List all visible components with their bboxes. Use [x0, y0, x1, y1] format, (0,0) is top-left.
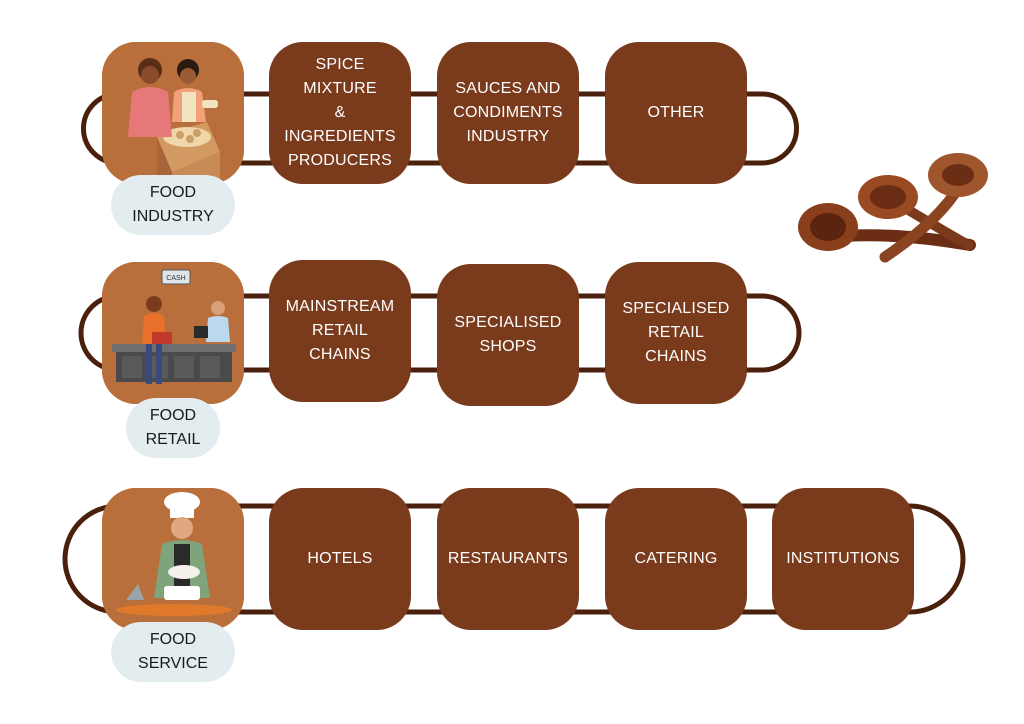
- row-connector-track: [78, 293, 802, 373]
- cash-sign-text: CASH: [166, 275, 185, 282]
- food-retail-image: CASH: [102, 262, 244, 404]
- item-restaurants: RESTAURANTS: [437, 488, 579, 630]
- row-food-retail: CASH FOOD RETAIL MAINSTREAM RETAIL CHAIN…: [0, 260, 1024, 462]
- row-connector-track: [81, 91, 799, 166]
- clove-spice-icon: [798, 153, 988, 263]
- food-service-image: [102, 488, 244, 630]
- item-specialised-shops: SPECIALISED SHOPS: [437, 264, 579, 406]
- row-food-service: FOOD SERVICE HOTELS RESTAURANTS CATERING…: [0, 488, 1024, 688]
- item-sauces-condiments-industry: SAUCES AND CONDIMENTS INDUSTRY: [437, 42, 579, 184]
- item-hotels: HOTELS: [269, 488, 411, 630]
- item-other: OTHER: [605, 42, 747, 184]
- food-industry-label: FOOD INDUSTRY: [111, 175, 235, 235]
- food-industry-image: [102, 42, 244, 184]
- food-service-label: FOOD SERVICE: [111, 622, 235, 682]
- item-institutions: INSTITUTIONS: [772, 488, 914, 630]
- item-spice-mixture-producers: SPICE MIXTURE & INGREDIENTS PRODUCERS: [269, 42, 411, 184]
- item-specialised-retail-chains: SPECIALISED RETAIL CHAINS: [605, 262, 747, 404]
- item-mainstream-retail-chains: MAINSTREAM RETAIL CHAINS: [269, 260, 411, 402]
- food-retail-label: FOOD RETAIL: [126, 398, 220, 458]
- item-catering: CATERING: [605, 488, 747, 630]
- row-food-industry: FOOD INDUSTRY SPICE MIXTURE & INGREDIENT…: [0, 42, 1024, 242]
